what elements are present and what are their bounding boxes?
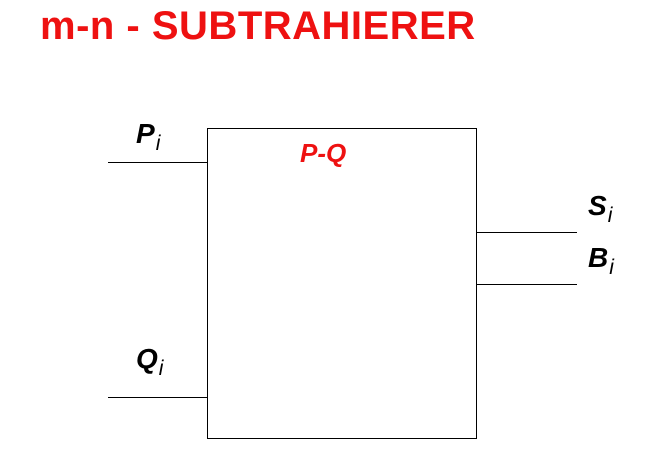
input-label-q: Qi	[136, 343, 164, 380]
signal-index: i	[609, 256, 614, 279]
signal-index: i	[607, 204, 613, 227]
input-label-p: Pi	[136, 118, 161, 155]
signal-symbol: B	[588, 242, 609, 273]
output-label-b: Bi	[588, 242, 614, 279]
signal-symbol: S	[588, 190, 607, 221]
subtractor-block	[207, 128, 477, 439]
signal-symbol: P	[136, 118, 155, 149]
signal-index: i	[158, 357, 164, 380]
diagram-title: m-n - SUBTRAHIERER	[40, 4, 476, 48]
input-wire-p	[108, 162, 207, 163]
signal-index: i	[155, 132, 161, 155]
input-wire-q	[108, 397, 207, 398]
block-operation-label: P-Q	[300, 138, 347, 168]
output-label-s: Si	[588, 190, 613, 227]
output-wire-s	[477, 232, 577, 233]
output-wire-b	[477, 284, 577, 285]
signal-symbol: Q	[136, 343, 158, 374]
